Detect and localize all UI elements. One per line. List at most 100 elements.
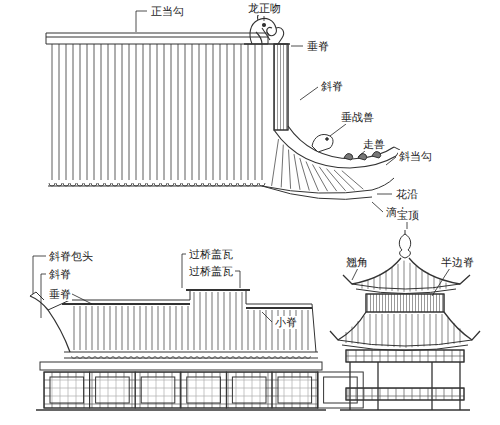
tile-stroke	[101, 44, 102, 180]
bridge-ridge	[186, 289, 250, 291]
tile-stroke	[143, 44, 144, 180]
tile-stroke	[162, 356, 167, 359]
eave-band	[64, 352, 318, 358]
tile-stroke	[120, 356, 125, 359]
tile-stroke	[230, 292, 231, 350]
tile-stroke	[144, 356, 149, 359]
tile-stroke	[227, 44, 228, 180]
part-label: 翘角	[345, 256, 369, 269]
tile-stroke	[199, 44, 200, 180]
tile-stroke	[358, 321, 359, 344]
tile-stroke	[289, 150, 291, 189]
part-label: 垂脊	[48, 288, 72, 301]
hip-ridge	[274, 130, 396, 168]
tile-stroke	[157, 44, 158, 180]
tile-stroke	[150, 44, 151, 180]
bracket-band-outline	[366, 294, 444, 312]
tile-stroke	[171, 44, 172, 180]
tile-stroke	[364, 316, 365, 345]
tile-stroke	[388, 314, 389, 347]
small-ridge	[246, 307, 312, 309]
tile-rows	[49, 44, 363, 191]
tile-stroke	[73, 44, 74, 180]
tile-stroke	[175, 183, 181, 186]
wall-panel	[272, 372, 318, 408]
tile-stroke	[52, 44, 53, 180]
panel-frame	[96, 377, 130, 403]
part-label: 垂战兽	[340, 111, 375, 124]
tile-stroke	[272, 139, 279, 186]
vertical-ridge-outline	[274, 44, 288, 130]
part-label: 花沿	[395, 188, 419, 201]
tile-stroke	[224, 292, 225, 350]
tile-stroke	[270, 356, 275, 359]
roof-outline	[48, 290, 316, 352]
tile-stroke	[72, 356, 77, 359]
tile-stroke	[140, 183, 146, 186]
tile-stroke	[262, 44, 263, 180]
tile-stroke	[156, 356, 161, 359]
wall-panel	[181, 372, 227, 408]
tile-stroke	[164, 44, 165, 180]
tile-stroke	[442, 314, 443, 345]
tile-stroke	[406, 314, 407, 348]
tile-stroke	[255, 44, 256, 180]
tile-stroke	[192, 44, 193, 180]
tile-stroke	[254, 310, 255, 350]
tile-stroke	[104, 306, 105, 350]
tile-stroke	[380, 274, 381, 290]
tile-stroke	[200, 292, 201, 350]
tile-stroke	[368, 280, 369, 289]
tile-stroke	[386, 270, 387, 290]
tile-stroke	[63, 183, 69, 186]
tile-stroke	[252, 183, 258, 186]
tile-stroke	[196, 183, 202, 186]
main-ridge	[46, 33, 268, 44]
tile-stroke	[342, 171, 364, 190]
panel-frame	[278, 377, 312, 403]
tile-stroke	[446, 283, 447, 289]
tile-stroke	[94, 44, 95, 180]
finial	[399, 234, 410, 258]
walking-beast	[372, 152, 381, 158]
tile-stroke	[56, 183, 62, 186]
tile-stroke	[448, 318, 449, 345]
bracket-band	[366, 294, 444, 312]
dragon-finial	[244, 12, 290, 44]
tile-stroke	[129, 44, 130, 180]
tile-stroke	[102, 356, 107, 359]
guardian-beast	[312, 134, 333, 152]
hip-ridge-cap	[30, 292, 44, 300]
tile-stroke	[170, 306, 171, 350]
tile-stroke	[374, 277, 375, 289]
tile-stroke	[91, 183, 97, 186]
panel-frame	[232, 377, 266, 403]
tile-stroke	[182, 306, 183, 350]
tile-stroke	[259, 183, 265, 186]
tile-stroke	[300, 356, 305, 359]
tile-stroke	[212, 292, 213, 350]
tile-stroke	[217, 183, 223, 186]
tile-stroke	[288, 356, 293, 359]
part-label: 半边脊	[440, 256, 475, 269]
tile-stroke	[272, 310, 273, 350]
frieze	[346, 350, 464, 362]
tile-stroke	[282, 356, 287, 359]
tile-stroke	[188, 306, 189, 350]
tile-stroke	[260, 310, 261, 350]
part-label: 垂脊	[306, 40, 330, 53]
tile-stroke	[70, 183, 76, 186]
part-label: 走兽	[362, 138, 386, 151]
tile-stroke	[434, 276, 435, 290]
tile-stroke	[242, 292, 243, 350]
eave-line	[48, 178, 394, 193]
tile-stroke	[248, 44, 249, 180]
tile-stroke	[240, 356, 245, 359]
tile-stroke	[218, 292, 219, 350]
tile-stroke	[110, 306, 111, 350]
tile-stroke	[245, 183, 251, 186]
tile-stroke	[86, 306, 87, 350]
wall-panel	[90, 372, 136, 408]
tile-stroke	[115, 44, 116, 180]
